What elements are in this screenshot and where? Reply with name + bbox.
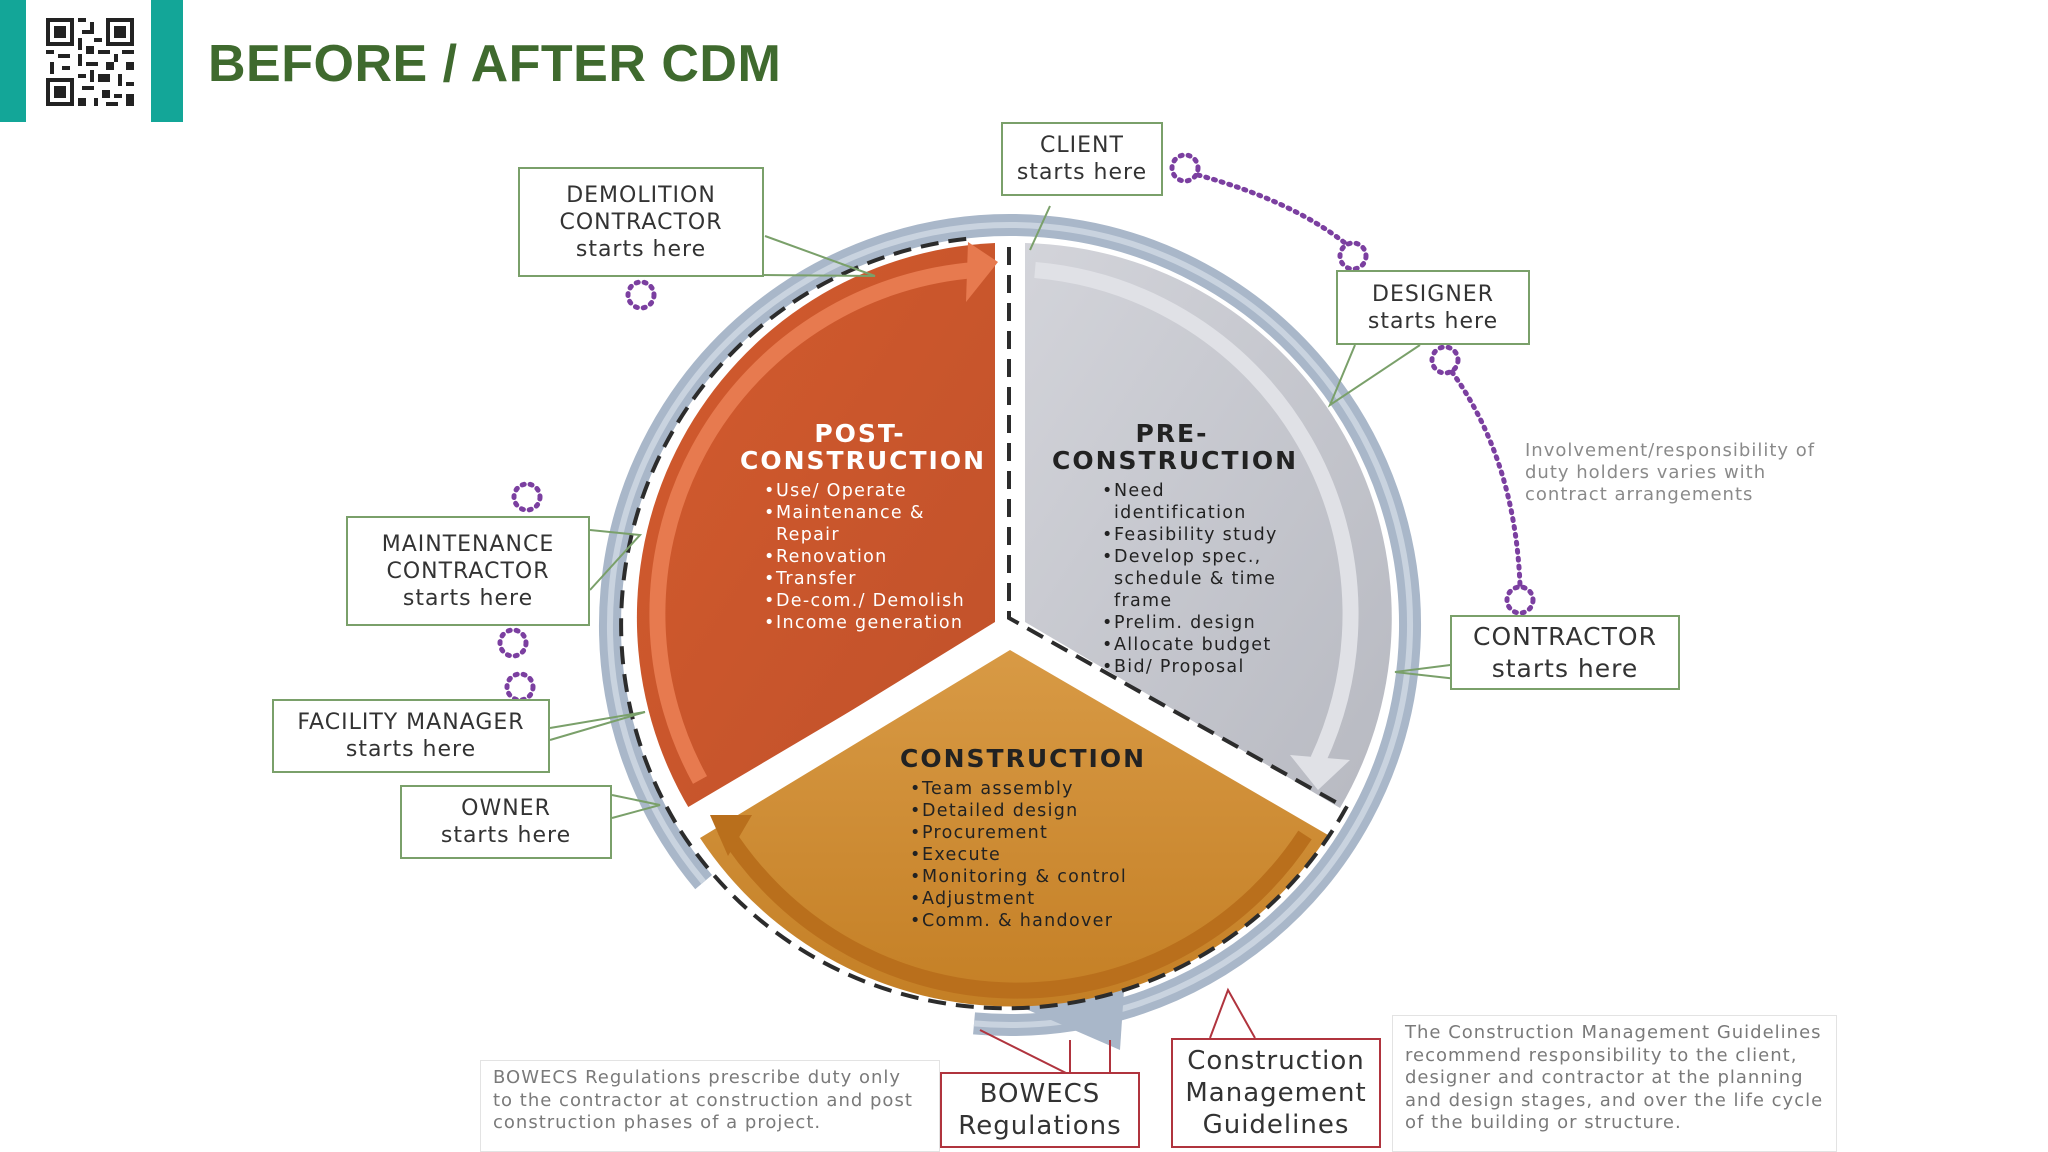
maintenance-leader	[589, 529, 643, 591]
designer-label: DESIGNER starts here	[1336, 270, 1530, 345]
construction-management-guidelines-box: Construction Management Guidelines	[1171, 1038, 1381, 1148]
owner-label: OWNER starts here	[400, 785, 612, 859]
list-item: Execute	[910, 844, 1160, 866]
page-title: BEFORE / AFTER CDM	[208, 35, 782, 93]
pre-construction-title: PRE-CONSTRUCTION	[1052, 419, 1299, 475]
designer-connector-dot-top	[1337, 240, 1369, 272]
list-item: Adjustment	[910, 888, 1160, 910]
construction-arrow	[718, 825, 1312, 999]
bowecs-scope-dashed-boundary	[619, 236, 1349, 1011]
list-item: Feasibility study	[1102, 524, 1292, 546]
construction-arrowhead	[710, 815, 752, 856]
sector-divider-right	[1006, 618, 1349, 827]
construction-list: Team assembly Detailed design Procuremen…	[910, 778, 1160, 932]
facility-manager-leader	[549, 711, 646, 741]
contractor-label: CONTRACTOR starts here	[1450, 615, 1680, 690]
maintenance-connector-dot-lower	[497, 627, 529, 659]
list-item: Detailed design	[910, 800, 1160, 822]
header-accent-bar-left	[0, 0, 26, 122]
header-accent-bar-right	[151, 0, 183, 122]
contractor-connector-dot	[1504, 584, 1536, 616]
contractor-leader	[1394, 662, 1467, 681]
construction-content: CONSTRUCTION Team assembly Detailed desi…	[900, 745, 1160, 932]
sector-divider-left	[676, 618, 1014, 827]
designer-contractor-connector	[1449, 369, 1523, 588]
construction-title: CONSTRUCTION	[900, 744, 1147, 773]
list-item: Procurement	[910, 822, 1160, 844]
pre-construction-arrowhead	[1290, 755, 1350, 790]
bowecs-leader	[979, 1029, 1071, 1077]
list-item: Team assembly	[910, 778, 1160, 800]
client-connector-dot	[1169, 152, 1201, 184]
designer-connector-dot	[1429, 344, 1461, 376]
list-item: Bid/ Proposal	[1102, 656, 1292, 678]
maintenance-contractor-label: MAINTENANCE CONTRACTOR starts here	[346, 516, 590, 626]
demolition-contractor-label: DEMOLITION CONTRACTOR starts here	[518, 167, 764, 277]
involvement-note: Involvement/responsibility of duty holde…	[1525, 440, 1816, 505]
list-item: Maintenance &Repair	[764, 502, 980, 546]
demolition-leader	[759, 235, 876, 277]
post-construction-list: Use/ Operate Maintenance &Repair Renovat…	[764, 480, 980, 634]
designer-leader	[1327, 344, 1421, 408]
list-item: Comm. & handover	[910, 910, 1160, 932]
client-designer-connector	[1195, 172, 1348, 246]
list-item: Allocate budget	[1102, 634, 1292, 656]
post-construction-arrow	[649, 262, 976, 784]
demolition-connector-dot	[625, 279, 657, 311]
cmg-leader	[1209, 987, 1256, 1039]
bowecs-note: BOWECS Regulations prescribe duty only t…	[480, 1060, 940, 1152]
lifecycle-ring-highlight	[607, 222, 1414, 1028]
bowecs-regulations-box: BOWECS Regulations	[940, 1072, 1140, 1148]
cmg-note: The Construction Management Guidelines r…	[1392, 1015, 1837, 1152]
list-item: Transfer	[764, 568, 980, 590]
client-leader	[1029, 205, 1051, 251]
list-item: Use/ Operate	[764, 480, 980, 502]
post-construction-title: POST-CONSTRUCTION	[740, 419, 987, 475]
owner-leader	[611, 794, 661, 819]
post-construction-arrowhead	[966, 242, 998, 302]
pre-construction-arrow	[1034, 262, 1359, 764]
list-item: Income generation	[764, 612, 980, 634]
client-label: CLIENT starts here	[1001, 122, 1163, 196]
qr-code-icon[interactable]	[42, 14, 138, 110]
list-item: Prelim. design	[1102, 612, 1292, 634]
facility-manager-connector-dot	[504, 671, 536, 703]
list-item: De-com./ Demolish	[764, 590, 980, 612]
post-construction-content: POST-CONSTRUCTION Use/ Operate Maintenan…	[740, 419, 987, 634]
facility-manager-label: FACILITY MANAGER starts here	[272, 699, 550, 773]
list-item: Renovation	[764, 546, 980, 568]
list-item: Monitoring & control	[910, 866, 1160, 888]
maintenance-connector-dot	[511, 481, 543, 513]
